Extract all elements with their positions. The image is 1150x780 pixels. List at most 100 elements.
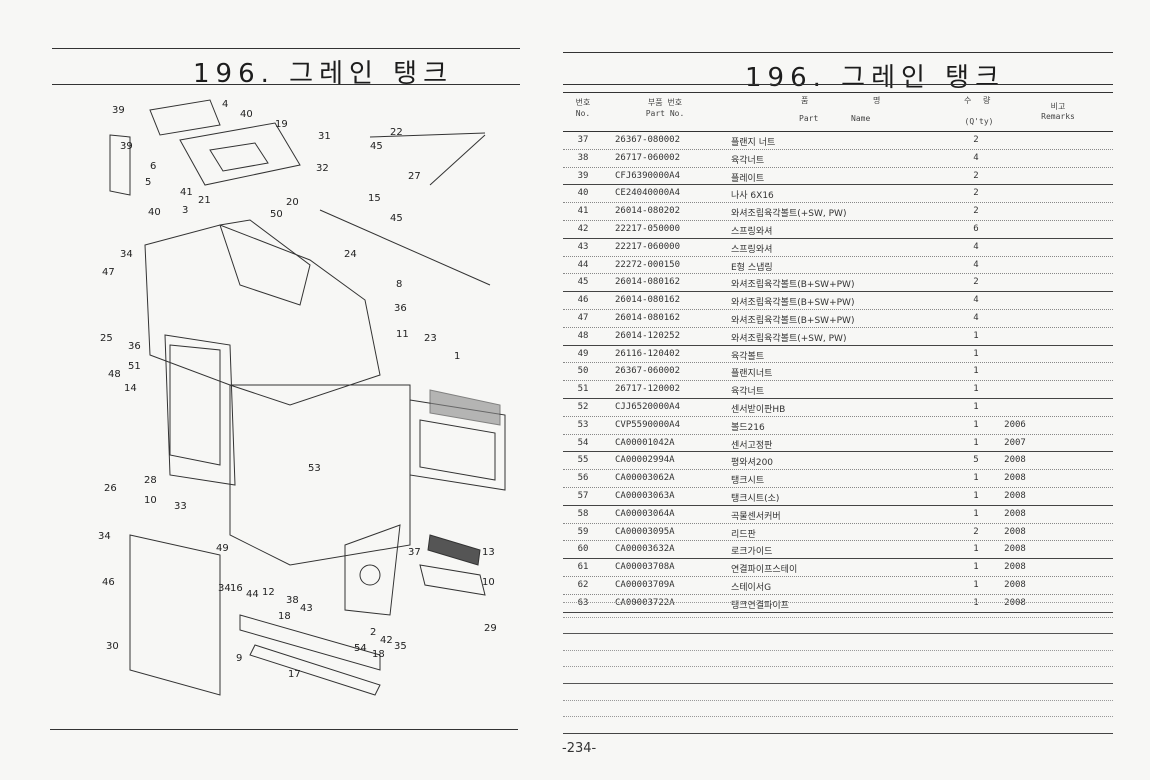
svg-text:6: 6 (150, 161, 156, 172)
svg-text:20: 20 (286, 197, 299, 208)
cell-part-name: 스프링와셔 (731, 244, 773, 255)
svg-text:29: 29 (484, 623, 497, 634)
blank-row-line (563, 650, 1113, 651)
header-part-ko: 부품 번호 (647, 98, 683, 107)
cell-part-number: 26367-060002 (615, 366, 681, 377)
cell-remarks: 2008 (1004, 490, 1026, 501)
cell-quantity: 4 (973, 152, 979, 163)
header-name-ko-1: 품 (801, 96, 809, 105)
sensor-bracket (344, 524, 401, 616)
cell-quantity: 1 (973, 490, 979, 501)
cell-part-number: CE24040000A4 (615, 188, 681, 199)
header-remarks-en: Remarks (1041, 112, 1075, 121)
cell-number: 54 (577, 437, 589, 448)
cell-part-number: CA00002994A (615, 455, 675, 466)
blank-row-line (563, 633, 1113, 634)
cell-quantity: 1 (973, 544, 979, 555)
cell-part-name: 리드판 (731, 529, 756, 540)
svg-text:51: 51 (128, 361, 141, 372)
svg-text:40: 40 (240, 109, 253, 120)
header-name-en-1: Part (799, 114, 819, 123)
blank-row-line (563, 602, 1113, 603)
svg-text:12: 12 (262, 587, 275, 598)
title-top-rule (52, 48, 520, 49)
cell-number: 39 (577, 170, 589, 181)
cell-part-number: 22217-050000 (615, 223, 681, 234)
svg-text:36: 36 (128, 341, 141, 352)
cell-number: 42 (577, 223, 589, 234)
svg-text:36: 36 (394, 303, 407, 314)
svg-text:13: 13 (482, 547, 495, 558)
cell-part-name: 탱크시트 (731, 476, 765, 487)
cell-quantity: 4 (973, 241, 979, 252)
cell-part-name: E형 스냅링 (731, 262, 773, 273)
blank-row-line (563, 666, 1113, 667)
header-part-en: Part No. (645, 109, 685, 118)
cell-part-number: CA00003063A (615, 490, 675, 501)
cell-quantity: 2 (973, 277, 979, 288)
cell-quantity: 1 (973, 384, 979, 395)
cell-part-number: CA00003062A (615, 473, 675, 484)
svg-text:30: 30 (106, 641, 119, 652)
cell-part-name: 와셔조립육각볼트(B+SW+PW) (731, 315, 855, 326)
cell-part-name: 평와셔200 (731, 458, 774, 469)
svg-text:39: 39 (112, 105, 125, 116)
cell-quantity: 1 (973, 330, 979, 341)
cell-part-name: 와셔조립육각볼트(B+SW+PW) (731, 298, 855, 309)
svg-text:26: 26 (104, 483, 117, 494)
left-page: 196. 그레인 탱크 (0, 0, 540, 780)
guide-box (419, 564, 486, 596)
cell-part-number: CA00001042A (615, 437, 675, 448)
top-plate (149, 99, 221, 136)
svg-text:15: 15 (368, 193, 381, 204)
cell-quantity: 1 (973, 419, 979, 430)
cell-part-name: 플랜지 너트 (731, 138, 776, 148)
header-qty-en: (Q'ty) (964, 117, 994, 126)
tank-upper-body (144, 224, 381, 406)
svg-text:14: 14 (124, 383, 137, 394)
svg-text:34: 34 (98, 531, 111, 542)
cell-remarks: 2008 (1004, 562, 1026, 573)
svg-text:16: 16 (230, 583, 243, 594)
cell-number: 58 (577, 508, 589, 519)
header-name-ko-2: 명 (873, 96, 881, 105)
cell-number: 40 (577, 188, 589, 199)
cell-quantity: 4 (973, 259, 979, 270)
bottom-rail-18 (239, 614, 381, 671)
svg-text:46: 46 (102, 577, 115, 588)
svg-text:40: 40 (148, 207, 161, 218)
svg-text:8: 8 (396, 279, 402, 290)
cell-quantity: 2 (973, 170, 979, 181)
svg-text:34: 34 (120, 249, 133, 260)
cover-lid (179, 122, 301, 186)
cell-quantity: 1 (973, 473, 979, 484)
svg-text:31: 31 (318, 131, 331, 142)
cell-part-name: 와셔조립육각볼트(+SW, PW) (731, 333, 847, 344)
cell-quantity: 1 (973, 437, 979, 448)
cell-part-number: CFJ6390000A4 (615, 170, 681, 181)
cell-number: 49 (577, 348, 589, 359)
svg-text:47: 47 (102, 267, 115, 278)
cell-remarks: 2008 (1004, 473, 1026, 484)
cell-number: 59 (577, 526, 589, 537)
cell-quantity: 4 (973, 295, 979, 306)
cell-quantity: 5 (973, 455, 979, 466)
cell-part-name: 육각너트 (731, 155, 765, 166)
svg-text:54: 54 (354, 643, 367, 654)
cell-quantity: 2 (973, 188, 979, 199)
cell-part-number: 22217-060000 (615, 241, 681, 252)
blank-row-line (563, 733, 1113, 734)
cell-part-name: 탱크시트(소) (731, 493, 780, 504)
